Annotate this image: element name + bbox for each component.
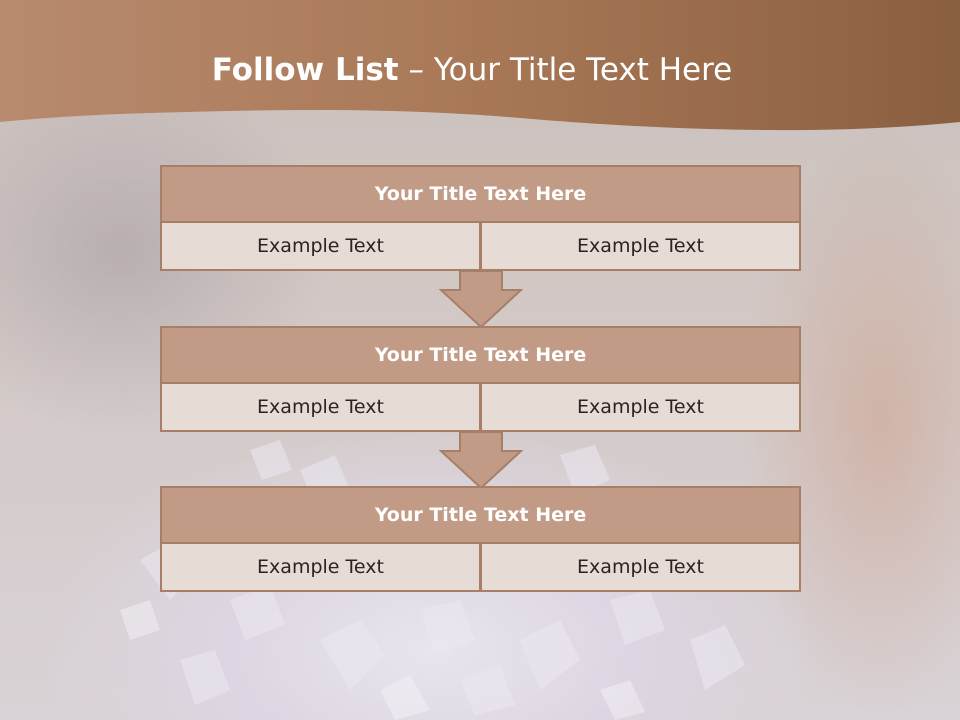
step-title: Your Title Text Here	[160, 165, 801, 223]
step-title: Your Title Text Here	[160, 326, 801, 384]
step-block-1: Your Title Text Here Example Text Exampl…	[160, 165, 801, 271]
down-arrow-icon	[439, 431, 523, 489]
step-cell-right: Example Text	[480, 221, 801, 271]
slide-title-rest: – Your Title Text Here	[398, 52, 733, 88]
step-title: Your Title Text Here	[160, 486, 801, 544]
slide-title-bold: Follow List	[211, 52, 399, 88]
down-arrow-icon	[439, 270, 523, 328]
step-cell-left: Example Text	[160, 542, 481, 592]
header-band	[0, 0, 960, 131]
step-block-2: Your Title Text Here Example Text Exampl…	[160, 326, 801, 432]
slide-title: Follow List – Your Title Text Here	[0, 52, 944, 88]
step-cell-left: Example Text	[160, 221, 481, 271]
step-cell-right: Example Text	[480, 382, 801, 432]
step-block-3: Your Title Text Here Example Text Exampl…	[160, 486, 801, 592]
step-cell-right: Example Text	[480, 542, 801, 592]
step-cell-left: Example Text	[160, 382, 481, 432]
